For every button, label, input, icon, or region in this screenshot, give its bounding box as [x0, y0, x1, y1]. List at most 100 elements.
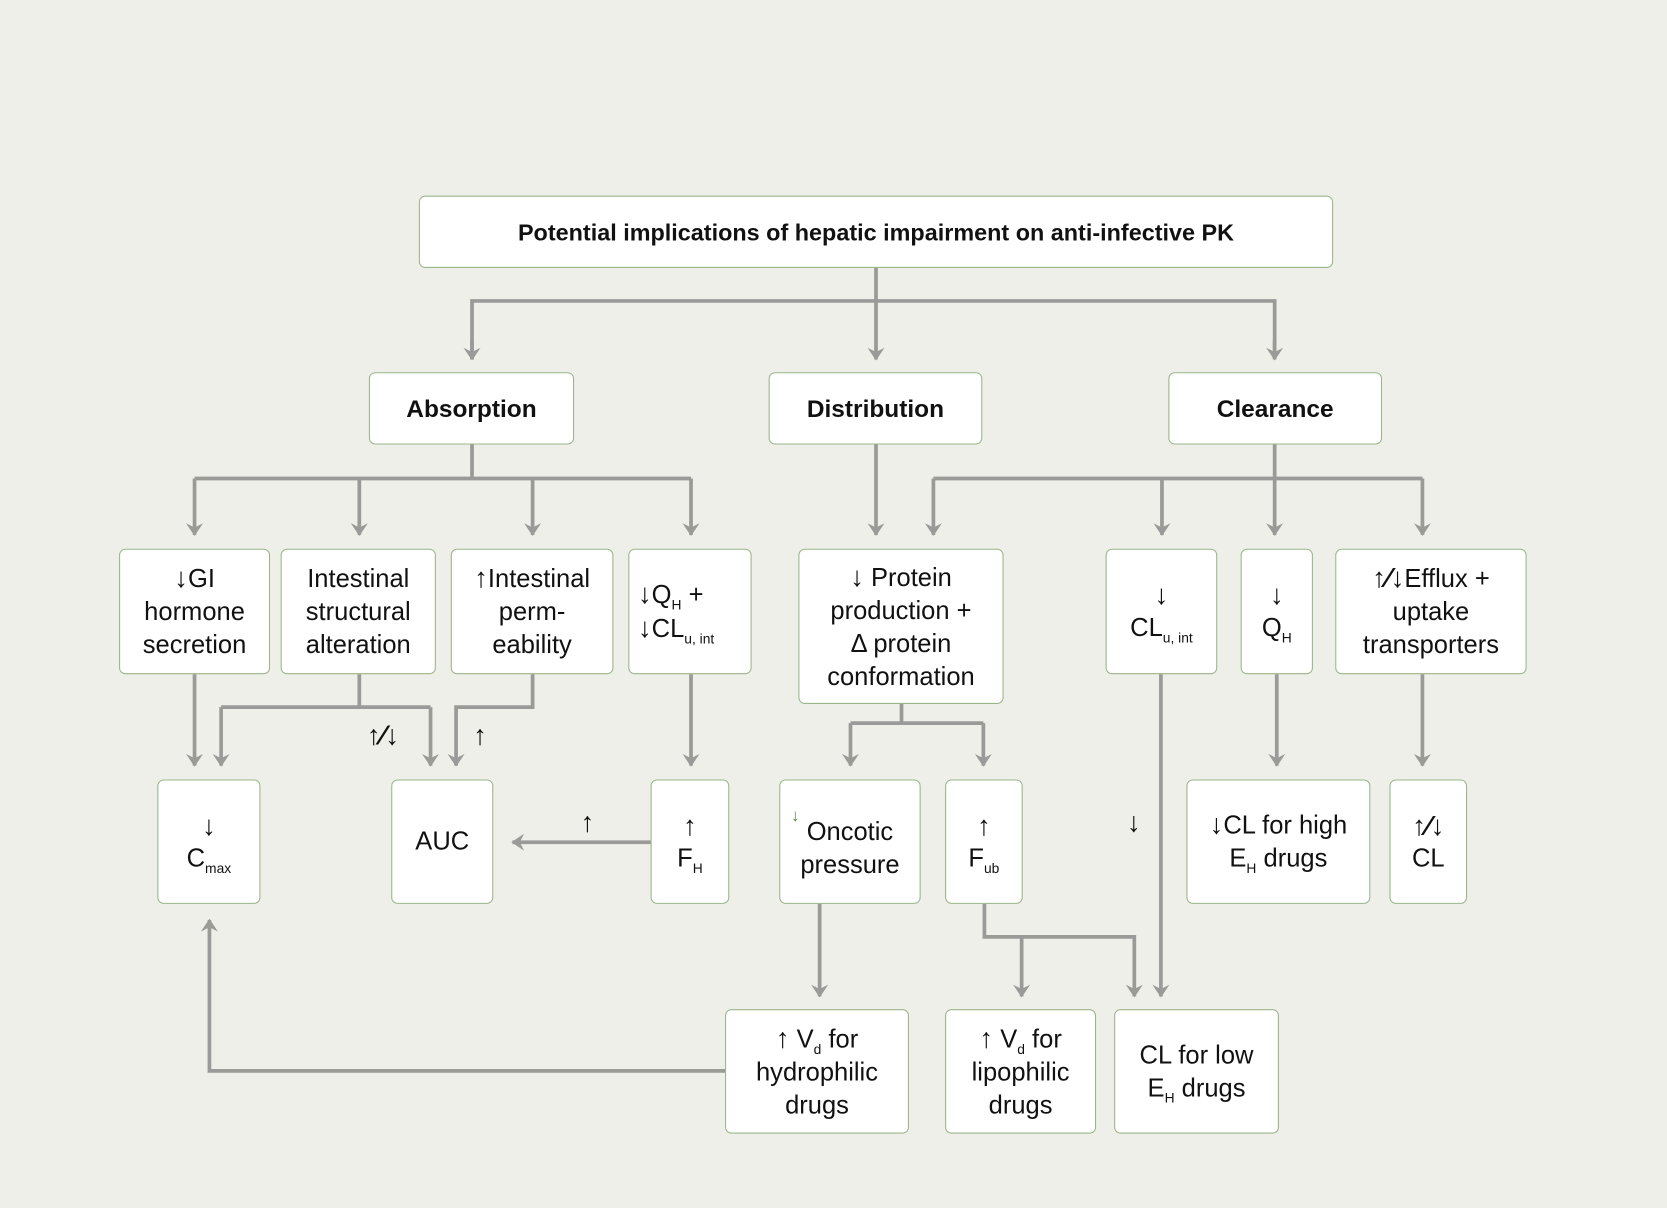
text: Efflux +: [1404, 564, 1490, 594]
text: production +: [830, 596, 972, 625]
text: lipophilic: [971, 1057, 1070, 1087]
protein-box: ↓ Protein production + Δ protein conform…: [798, 548, 1004, 704]
fub-box: ↑ Fub: [945, 779, 1023, 904]
cmax-box: ↓ Cmax: [157, 779, 261, 904]
text: for: [1032, 1024, 1062, 1054]
text: drugs: [988, 1090, 1053, 1120]
text: AUC: [415, 827, 470, 857]
title-box: Potential implications of hepatic impair…: [418, 195, 1334, 268]
intestinal-structural-box: Intestinal structural alteration: [280, 548, 436, 675]
text: CL: [1411, 843, 1445, 873]
gi-hormone-box: ↓GI hormone secretion: [119, 548, 271, 675]
up-arrow-icon: ↑: [979, 1021, 994, 1054]
subscript: d: [813, 1040, 822, 1057]
up-arrow-icon: ↑: [473, 718, 487, 751]
up-arrow-icon: ↑: [775, 1021, 790, 1054]
down-arrow-icon: ↓: [1126, 806, 1141, 838]
qh-box: ↓ QH: [1240, 548, 1313, 675]
text: Intestinal: [487, 564, 591, 594]
up-arrow-icon: ↑: [474, 561, 488, 594]
cl-high-eh-box: ↓CL for high EH drugs: [1186, 779, 1371, 904]
text: Q: [1261, 613, 1282, 643]
text: E: [1147, 1073, 1165, 1103]
text: for: [828, 1024, 859, 1054]
subscript: ub: [983, 859, 1000, 876]
text: perm-: [498, 597, 566, 627]
fh-box: ↑ FH: [650, 779, 730, 904]
cl-low-eh-box: CL for low EH drugs: [1114, 1009, 1279, 1134]
text: E: [1229, 844, 1247, 874]
text: drugs: [1181, 1073, 1246, 1103]
subscript: H: [671, 596, 682, 613]
up-arrow-icon: ↑: [976, 808, 991, 841]
subscript: H: [1281, 629, 1292, 646]
text: eability: [492, 630, 572, 660]
delta-symbol: Δ: [850, 629, 867, 658]
text: Q: [651, 580, 672, 610]
subscript: u, int: [1162, 629, 1193, 646]
vd-lipophilic-box: ↑ Vd for lipophilic drugs: [945, 1009, 1097, 1134]
distribution-box: Distribution: [768, 372, 983, 445]
text: GI: [187, 564, 215, 594]
clearance-label: Clearance: [1216, 393, 1334, 422]
text: alteration: [305, 630, 411, 659]
down-arrow-icon: ↓: [637, 577, 652, 610]
text: +: [688, 580, 704, 610]
text: drugs: [785, 1090, 849, 1120]
text: Protein: [871, 563, 952, 592]
subscript: max: [205, 859, 232, 876]
auc-box: AUC: [391, 779, 494, 904]
subscript: H: [1246, 860, 1257, 877]
text: uptake: [1392, 597, 1470, 627]
up-arrow-icon: ↑: [683, 808, 697, 841]
clearance-box: Clearance: [1168, 372, 1383, 445]
subscript: u, int: [684, 630, 715, 647]
down-arrow-icon: ↓: [1154, 578, 1169, 611]
text: Intestinal: [307, 564, 410, 593]
subscript: d: [1017, 1040, 1025, 1057]
subscript: H: [692, 859, 703, 876]
text: conformation: [827, 661, 975, 691]
text: CL for low: [1139, 1040, 1254, 1070]
text: structural: [305, 597, 411, 626]
text: C: [186, 843, 206, 873]
absorption-label: Absorption: [406, 393, 537, 422]
text: CL: [651, 614, 685, 644]
down-arrow-icon: ↓: [637, 611, 652, 644]
text: V: [1000, 1024, 1018, 1054]
qh-cluint-box: ↓QH + ↓CLu, int: [628, 548, 752, 675]
down-arrow-icon: ↓: [790, 807, 800, 826]
text: protein: [873, 629, 952, 658]
vd-hydrophilic-box: ↑ Vd for hydrophilic drugs: [725, 1009, 909, 1134]
subscript: H: [1164, 1089, 1175, 1106]
up-arrow-icon: ↑: [580, 806, 595, 838]
down-arrow-icon: ↓: [174, 561, 188, 594]
text: CL for high: [1223, 811, 1348, 841]
down-arrow-icon: ↓: [201, 808, 216, 841]
oncotic-pressure-box: ↓ Oncotic pressure: [779, 779, 921, 904]
text: transporters: [1362, 630, 1500, 660]
intestinal-permeability-box: ↑Intestinal perm- eability: [450, 548, 614, 675]
text: drugs: [1263, 844, 1328, 874]
text: V: [796, 1024, 814, 1054]
cl-box: ↑⁄↓ CL: [1389, 779, 1468, 904]
efflux-uptake-box: ↑⁄↓Efflux + uptake transporters: [1335, 548, 1527, 675]
text: hormone: [144, 597, 245, 627]
text: Oncotic: [806, 817, 894, 846]
distribution-label: Distribution: [806, 393, 945, 422]
up-down-arrow-icon: ↑⁄↓: [1372, 561, 1405, 594]
text: secretion: [142, 630, 247, 660]
diagram-title: Potential implications of hepatic impair…: [517, 218, 1235, 246]
text: hydrophilic: [755, 1057, 878, 1087]
text: F: [968, 843, 984, 873]
up-down-arrow-icon: ↑⁄↓: [366, 718, 400, 751]
down-arrow-icon: ↓: [1209, 808, 1224, 841]
cluint-box: ↓ CLu, int: [1105, 548, 1218, 675]
text: F: [677, 843, 693, 873]
text: pressure: [800, 850, 900, 879]
down-arrow-icon: ↓: [1269, 578, 1284, 611]
absorption-box: Absorption: [368, 372, 575, 445]
text: CL: [1130, 613, 1163, 643]
